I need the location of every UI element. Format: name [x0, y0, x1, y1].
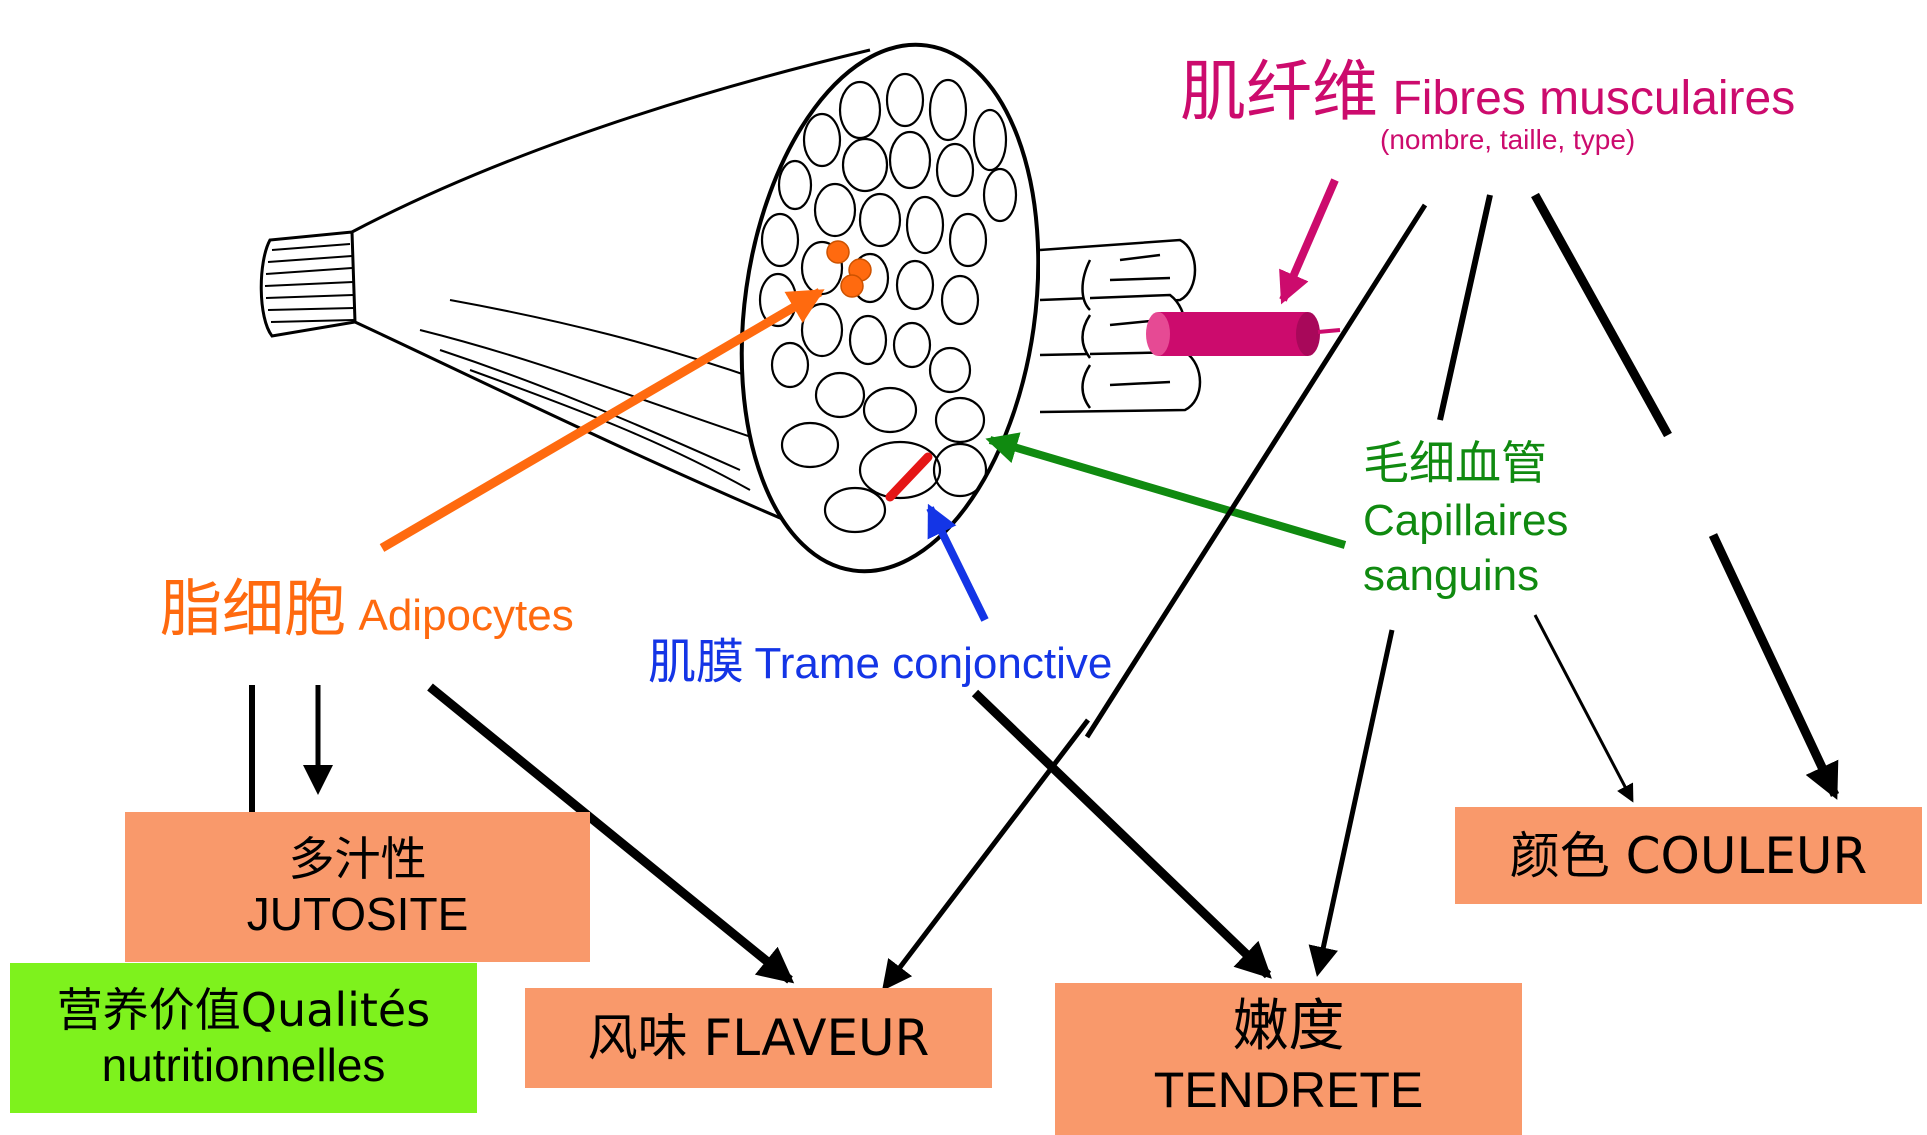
capillaires-label-zh: 毛细血管	[1363, 436, 1547, 490]
couleur-box-bg	[1455, 807, 1922, 904]
couleur-box-text: 颜色 COULEUR	[1509, 826, 1868, 885]
fibres-to-capillaires-line	[1437, 194, 1493, 421]
muscle-illustration	[259, 42, 1202, 574]
fibres-to-tendrete-line	[1084, 203, 1428, 739]
tendrete-box-fr: TENDRETE	[1153, 1062, 1424, 1119]
tendrete-box-bg	[1055, 983, 1522, 1135]
fibres-label-fr: Fibres musculaires	[1392, 72, 1796, 125]
fibres-to-couleur-line-b	[1708, 533, 1840, 800]
trame-to-flaveur	[881, 718, 1090, 991]
adipocytes-label-zh: 脂细胞	[160, 572, 347, 645]
jutosite-box-zh: 多汁性	[288, 831, 427, 886]
capillaires-to-couleur	[1533, 614, 1634, 803]
flaveur-box-bg	[525, 988, 992, 1088]
tendon-fibres	[264, 243, 355, 323]
trame-label-fr: Trame conjonctive	[754, 639, 1113, 688]
capillaires-to-tendrete	[1308, 629, 1395, 977]
capillaires-label-fr-2: sanguins	[1363, 550, 1540, 600]
trame-label-zh: 肌膜	[648, 634, 745, 690]
capillary-mark	[885, 452, 933, 502]
trame-arrow	[926, 503, 989, 622]
jutosite-box: 多汁性 JUTOSITE	[125, 812, 590, 962]
qualites-box-bg	[10, 963, 477, 1113]
adipocytes-to-flaveur	[427, 683, 795, 984]
flaveur-box-text: 风味 FLAVEUR	[587, 1009, 930, 1067]
fibres-label-zh: 肌纤维	[1180, 53, 1378, 130]
muscle-fibre-cylinder	[1146, 312, 1341, 356]
tendrete-box: 嫩度 TENDRETE	[1055, 983, 1522, 1135]
fibre-bundles	[758, 72, 1018, 534]
trame-label: 肌膜 Trame conjonctive	[648, 622, 1112, 692]
couleur-box: 颜色 COULEUR	[1455, 807, 1922, 904]
relationship-arrows	[249, 192, 1840, 991]
fibres-sublabel: (nombre, taille, type)	[1380, 124, 1636, 155]
fibres-label: 肌纤维 Fibres musculaires	[1180, 38, 1795, 134]
qualites-box-line1: 营养价值Qualités	[56, 982, 431, 1037]
adipocytes-arrow	[379, 288, 825, 552]
cross-section	[739, 42, 1041, 574]
fibres-arrow	[1279, 178, 1339, 305]
jutosite-box-bg	[125, 812, 590, 962]
trame-to-tendrete	[971, 689, 1272, 979]
adipocyte-dots	[826, 240, 872, 298]
fibres-to-couleur-line-a	[1531, 192, 1672, 438]
capillaires-label-fr-1: Capillaires	[1363, 495, 1569, 545]
tendrete-box-zh: 嫩度	[1232, 994, 1345, 1059]
qualites-box: 营养价值Qualités nutritionnelles	[10, 963, 477, 1113]
adipocytes-label-fr: Adipocytes	[358, 591, 574, 640]
adipocytes-label: 脂细胞 Adipocytes	[160, 558, 574, 648]
jutosite-box-fr: JUTOSITE	[246, 888, 469, 940]
flaveur-box: 风味 FLAVEUR	[525, 988, 992, 1088]
qualites-box-line2: nutritionnelles	[101, 1039, 386, 1091]
muscle-body-fibres	[419, 299, 761, 491]
capillaires-arrow	[985, 432, 1347, 549]
capillaires-label: 毛细血管 Capillaires sanguins	[1363, 435, 1568, 603]
